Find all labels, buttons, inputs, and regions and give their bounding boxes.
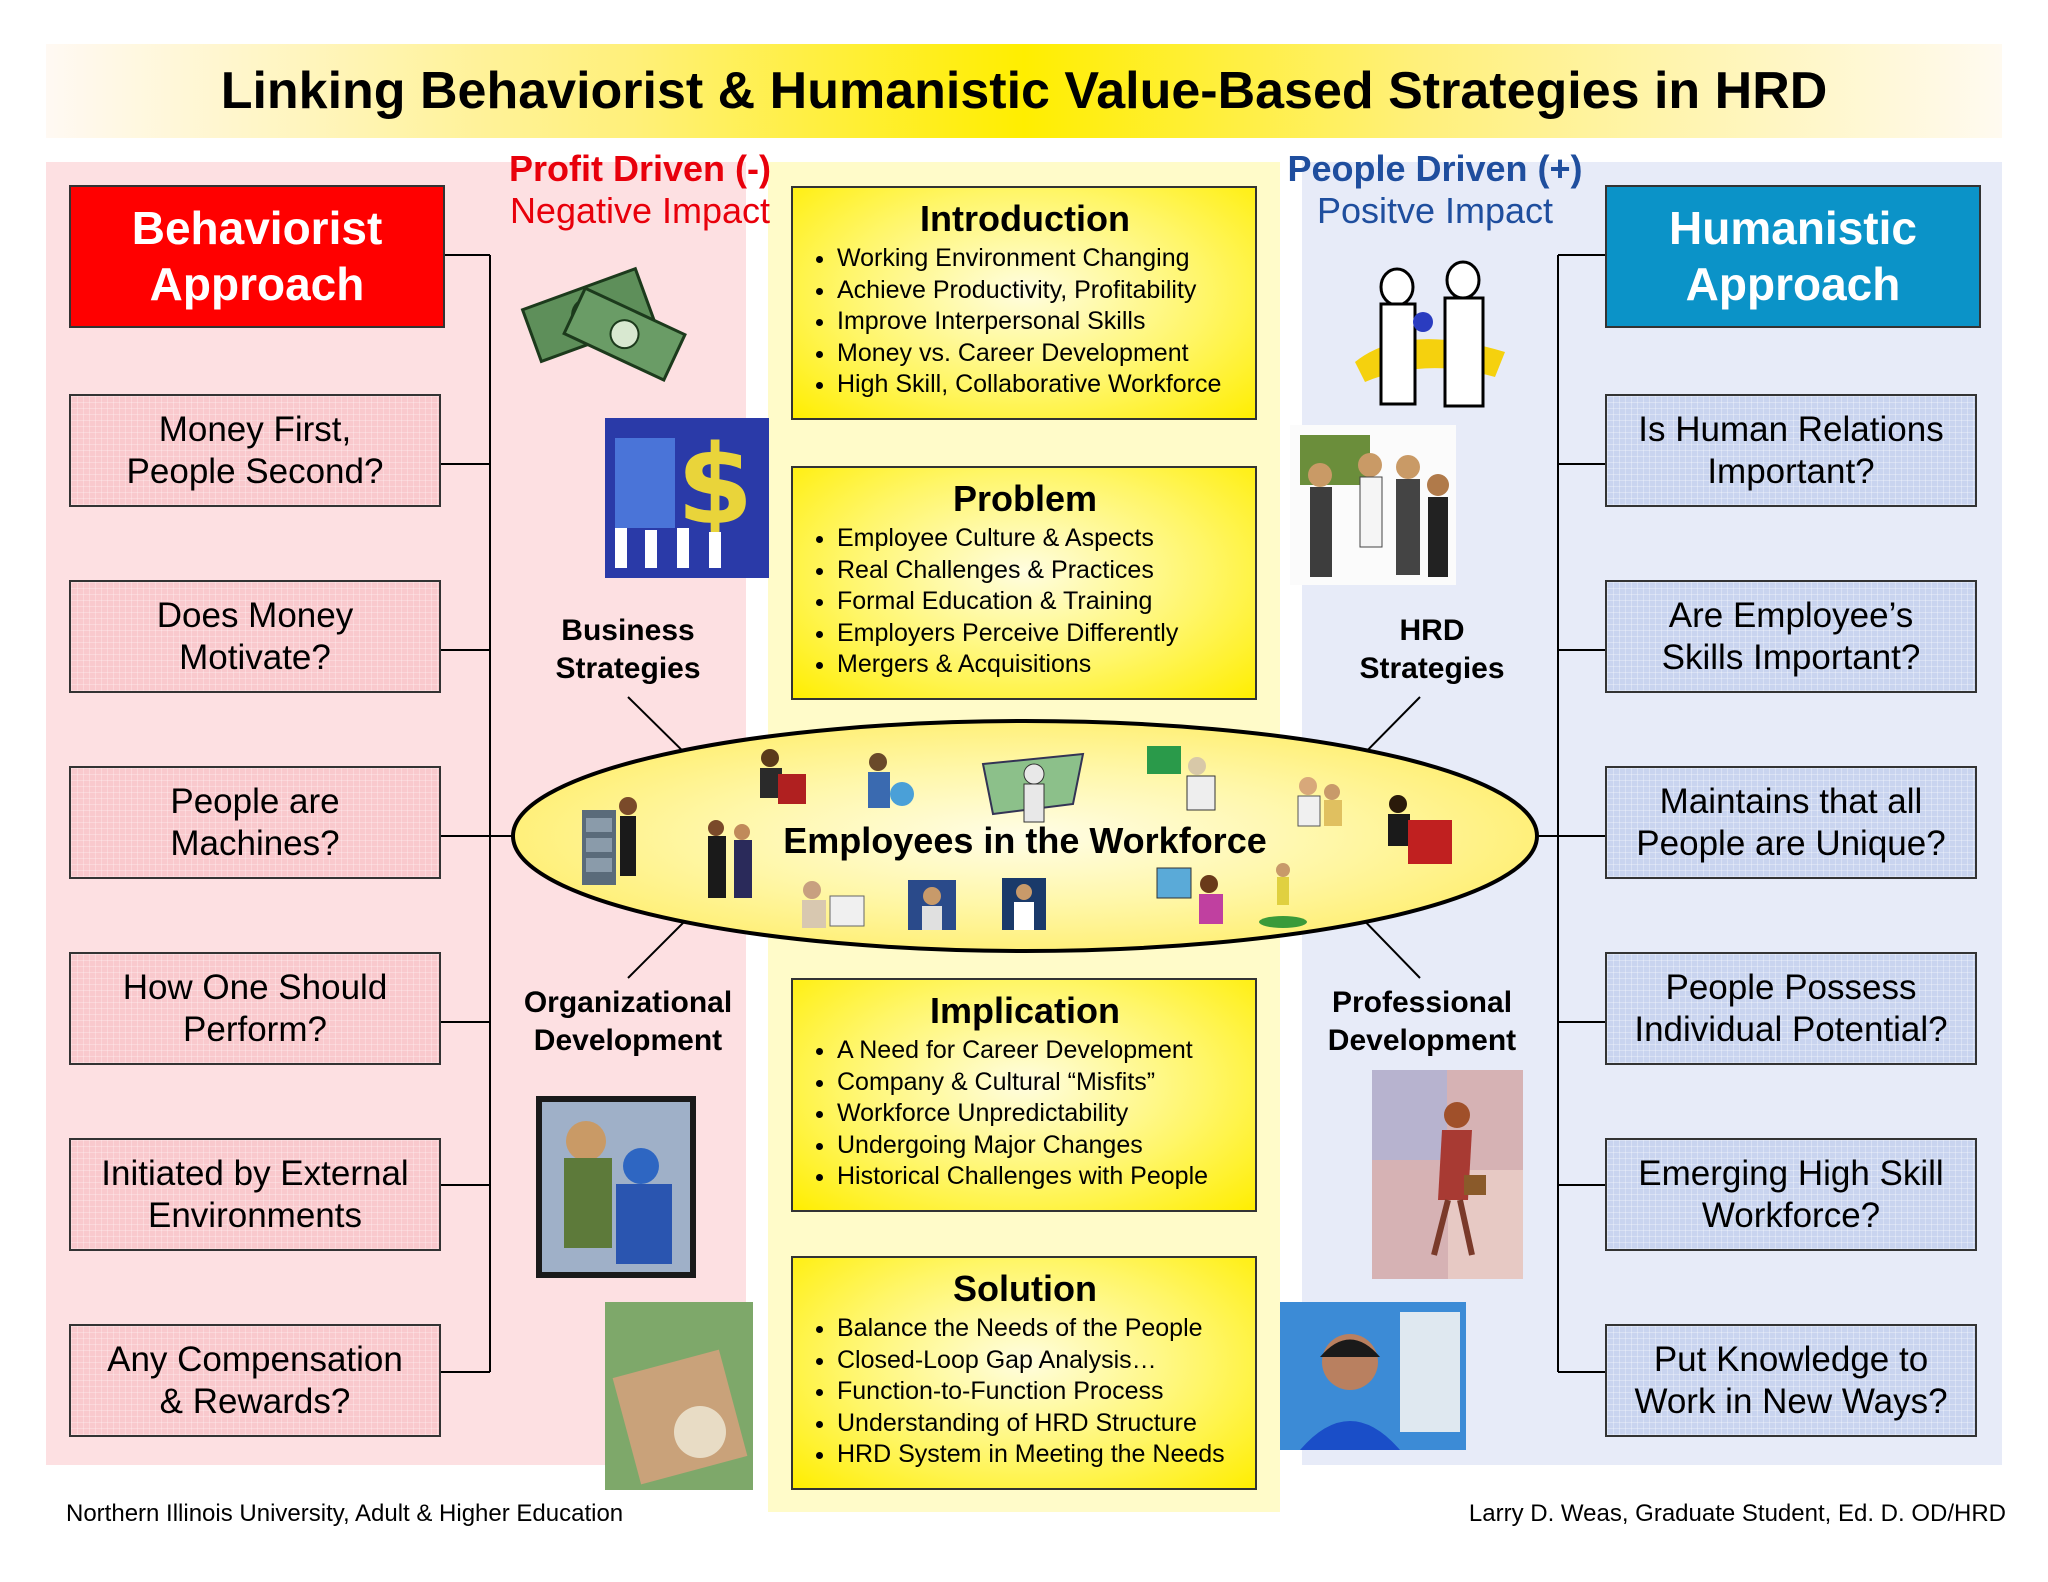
title-banner — [46, 44, 2002, 138]
business-people-icon — [708, 820, 752, 898]
office-desk-icon — [1388, 795, 1452, 864]
introduction-box: Introduction Working Environment Changin… — [791, 186, 1257, 420]
businesswoman-walking-icon — [1372, 1070, 1523, 1279]
lab-worker-icon — [908, 880, 956, 930]
medical-team-icon — [1297, 777, 1342, 827]
dollar-sign-business-icon: $ — [605, 418, 769, 578]
golfer-icon — [1259, 863, 1307, 928]
money-bills-icon — [520, 266, 687, 382]
money-stack-photo-icon — [605, 1302, 753, 1490]
humanistic-heading: Humanistic Approach — [1605, 185, 1981, 328]
presenter-chart-icon — [1147, 746, 1216, 811]
employees-in-workforce-label: Employees in the Workforce — [783, 820, 1267, 861]
workers-construction-icon — [536, 1096, 696, 1278]
computer-worker-icon — [802, 881, 865, 928]
problem-box: Problem Employee Culture & AspectsReal C… — [791, 466, 1257, 700]
solution-box: Solution Balance the Needs of the People… — [791, 1256, 1257, 1490]
doctor-icon — [1002, 878, 1046, 930]
question-box: Money First,People Second? — [69, 394, 441, 507]
call-center-agent-icon — [1280, 1302, 1466, 1450]
team-celebration-icon — [1290, 425, 1456, 585]
filing-cabinet-worker-icon — [582, 797, 637, 885]
computer-desk-woman-icon — [1156, 867, 1223, 924]
desk-worker-icon — [760, 749, 806, 804]
people-driven-label: People Driven (+) Positve Impact — [1287, 148, 1583, 231]
page-title: Linking Behaviorist & Humanistic Value-B… — [220, 62, 1828, 120]
money-person-icon — [981, 752, 1085, 823]
svg-text:$: $ — [677, 421, 754, 549]
implication-box: Implication A Need for Career Developmen… — [791, 978, 1257, 1212]
profit-driven-label: Profit Driven (-) Negative Impact — [508, 148, 771, 231]
footer-institution: Northern Illinois University, Adult & Hi… — [66, 1500, 624, 1527]
award-handshake-icon — [1355, 260, 1505, 408]
globe-man-icon — [868, 753, 914, 808]
question-box: Any Compensation& Rewards? — [69, 1324, 441, 1437]
footer-author: Larry D. Weas, Graduate Student, Ed. D. … — [1468, 1500, 2006, 1527]
behaviorist-heading: Behaviorist Approach — [69, 185, 445, 328]
